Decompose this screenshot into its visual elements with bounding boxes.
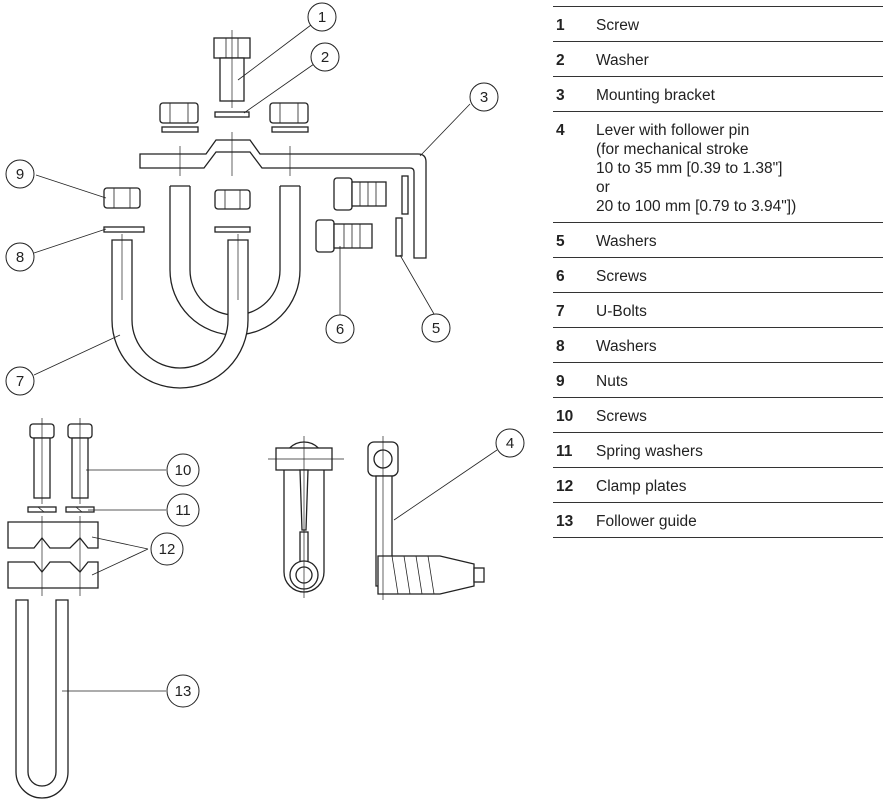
callout-10: 10 bbox=[166, 453, 200, 487]
callout-1: 1 bbox=[307, 2, 337, 32]
legend-label: Mounting bracket bbox=[596, 87, 715, 104]
callout-6: 6 bbox=[325, 314, 355, 344]
exploded-parts-drawing: 1 2 3 4 5 6 7 8 9 10 11 12 13 bbox=[5, 2, 525, 799]
nut-9 bbox=[103, 187, 141, 209]
legend-number: 5 bbox=[556, 233, 565, 250]
legend-number: 8 bbox=[556, 338, 565, 355]
svg-text:6: 6 bbox=[336, 321, 344, 338]
legend-label: Screws bbox=[596, 268, 647, 285]
legend-row: 6 Screws bbox=[553, 257, 883, 292]
parts-legend-table: 1 Screw 2 Washer 3 Mounting bracket 4 Lever … bbox=[553, 6, 883, 538]
svg-text:10: 10 bbox=[175, 462, 192, 479]
svg-text:8: 8 bbox=[16, 249, 24, 266]
legend-label: Lever with follower pin (for mechanical … bbox=[596, 122, 797, 215]
legend-label: Spring washers bbox=[596, 443, 703, 460]
legend-row: 1 Screw bbox=[553, 6, 883, 41]
follower-guide-13 bbox=[15, 599, 69, 799]
svg-text:13: 13 bbox=[175, 683, 192, 700]
legend-row: 7 U-Bolts bbox=[553, 292, 883, 327]
legend-row: 5 Washers bbox=[553, 222, 883, 257]
screw-1 bbox=[213, 30, 251, 108]
legend-label: Screws bbox=[596, 408, 647, 425]
legend-row: 2 Washer bbox=[553, 41, 883, 76]
lever-4-side-view bbox=[367, 436, 485, 600]
svg-text:3: 3 bbox=[480, 89, 488, 106]
legend-row: 9 Nuts bbox=[553, 362, 883, 397]
callout-12: 12 bbox=[150, 532, 184, 566]
legend-number: 1 bbox=[556, 17, 565, 34]
legend-number: 10 bbox=[556, 408, 574, 425]
legend-row: 11 Spring washers bbox=[553, 432, 883, 467]
legend-label: Washers bbox=[596, 338, 657, 355]
screws-10 bbox=[29, 418, 93, 504]
callout-11: 11 bbox=[166, 493, 200, 527]
legend-row: 8 Washers bbox=[553, 327, 883, 362]
callout-9: 9 bbox=[5, 159, 35, 189]
top-nuts-washers bbox=[159, 102, 309, 133]
legend-row: 4 Lever with follower pin (for mechanical… bbox=[553, 111, 883, 222]
svg-text:4: 4 bbox=[506, 435, 514, 452]
lever-4-front-view bbox=[268, 436, 344, 598]
inner-nut-washer bbox=[214, 189, 251, 233]
legend-label: Screw bbox=[596, 17, 640, 34]
svg-text:9: 9 bbox=[16, 166, 24, 183]
legend-number: 12 bbox=[556, 478, 574, 495]
legend-label: Washers bbox=[596, 233, 657, 250]
legend-label: Follower guide bbox=[596, 513, 697, 530]
legend-number: 9 bbox=[556, 373, 565, 390]
svg-text:1: 1 bbox=[318, 9, 326, 26]
callout-2: 2 bbox=[310, 42, 340, 72]
callout-3: 3 bbox=[469, 82, 499, 112]
clamp-plates-12 bbox=[7, 516, 99, 596]
u-bolt-front bbox=[111, 234, 249, 389]
svg-text:12: 12 bbox=[159, 541, 176, 558]
callout-4: 4 bbox=[495, 428, 525, 458]
legend-row: 12 Clamp plates bbox=[553, 467, 883, 502]
svg-text:11: 11 bbox=[175, 502, 191, 519]
legend-number: 4 bbox=[556, 122, 565, 139]
svg-text:2: 2 bbox=[321, 49, 329, 66]
legend-row: 3 Mounting bracket bbox=[553, 76, 883, 111]
legend-number: 2 bbox=[556, 52, 565, 69]
legend-number: 3 bbox=[556, 87, 565, 104]
callout-7: 7 bbox=[5, 366, 35, 396]
svg-text:5: 5 bbox=[432, 320, 440, 337]
legend-number: 6 bbox=[556, 268, 565, 285]
washers-5 bbox=[395, 175, 409, 257]
callout-5: 5 bbox=[421, 313, 451, 343]
washer-2 bbox=[214, 111, 250, 118]
spring-washers-11 bbox=[27, 506, 95, 513]
legend-row: 10 Screws bbox=[553, 397, 883, 432]
screws-6 bbox=[315, 177, 387, 253]
svg-text:7: 7 bbox=[16, 373, 24, 390]
legend-number: 13 bbox=[556, 513, 574, 530]
mounting-bracket-3 bbox=[139, 132, 427, 259]
callout-8: 8 bbox=[5, 242, 35, 272]
callout-13: 13 bbox=[166, 674, 200, 708]
legend-label: U-Bolts bbox=[596, 303, 647, 320]
legend-label: Clamp plates bbox=[596, 478, 687, 495]
legend-row: 13 Follower guide bbox=[553, 502, 883, 538]
washer-8 bbox=[103, 226, 145, 233]
legend-label: Nuts bbox=[596, 373, 628, 390]
legend-number: 11 bbox=[556, 443, 573, 460]
leader-lines bbox=[33, 24, 498, 692]
legend-number: 7 bbox=[556, 303, 565, 320]
legend-label: Washer bbox=[596, 52, 649, 69]
